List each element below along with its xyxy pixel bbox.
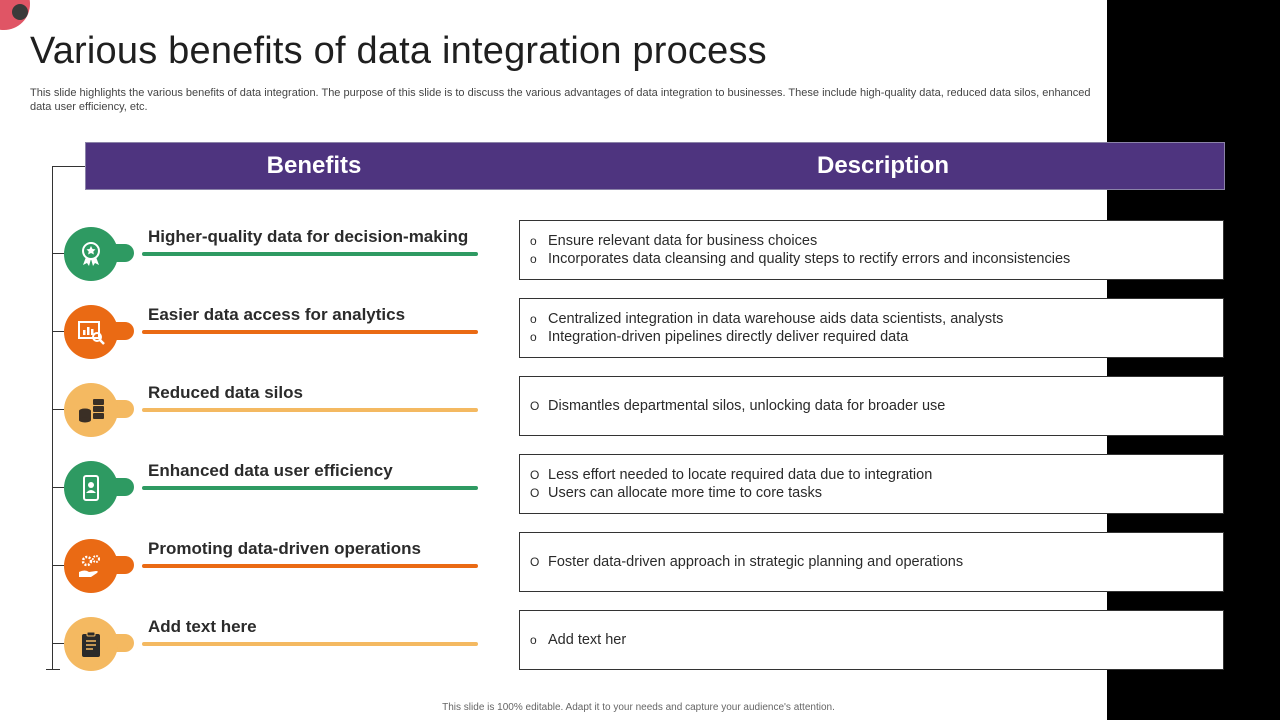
description-bullet: o Incorporates data cleansing and quality… (530, 250, 1223, 268)
description-bullet: o Ensure relevant data for business choic… (530, 232, 1223, 250)
icon-tab (114, 244, 134, 262)
bullet-mark: o (530, 234, 537, 248)
tree-branch (52, 253, 64, 254)
benefit-title: Enhanced data user efficiency (148, 461, 393, 480)
clipboard-icon (64, 617, 118, 671)
bullet-text: Foster data-driven approach in strategic… (548, 554, 964, 570)
tree-connector-line (52, 166, 53, 669)
benefit-underline (142, 252, 478, 256)
bullet-mark: O (530, 555, 540, 569)
benefit-underline (142, 564, 478, 568)
benefit-title: Higher-quality data for decision-making (148, 227, 469, 246)
benefit-row: Higher-quality data for decision-making o… (0, 220, 1280, 299)
description-box: o Add text her (519, 610, 1224, 670)
bullet-text: Less effort needed to locate required da… (548, 467, 933, 483)
slide-footer: This slide is 100% editable. Adapt it to… (442, 702, 835, 713)
bullet-text: Dismantles departmental silos, unlocking… (548, 398, 946, 414)
slide-title: Various benefits of data integration pro… (30, 30, 767, 72)
icon-tab (114, 400, 134, 418)
icon-tab (114, 556, 134, 574)
benefit-title: Easier data access for analytics (148, 305, 406, 324)
bullet-mark: o (530, 633, 537, 647)
description-bullet: o Integration-driven pipelines directly d… (530, 328, 1223, 346)
benefit-title: Add text here (148, 617, 257, 636)
tree-branch (52, 409, 64, 410)
bullet-text: Users can allocate more time to core tas… (548, 485, 822, 501)
description-bullet: O Users can allocate more time to core ta… (530, 484, 1223, 502)
benefit-title: Promoting data-driven operations (148, 539, 421, 558)
gears-hand-icon (64, 539, 118, 593)
bullet-mark: o (530, 330, 537, 344)
icon-tab (114, 322, 134, 340)
corner-dot (12, 4, 28, 20)
benefit-title: Reduced data silos (148, 383, 303, 402)
right-black-band (1107, 0, 1280, 720)
benefit-underline (142, 642, 478, 646)
icon-tab (114, 634, 134, 652)
tree-branch (52, 643, 64, 644)
bullet-text: Add text her (548, 632, 627, 648)
bullet-text: Ensure relevant data for business choice… (548, 233, 818, 249)
bullet-mark: O (530, 486, 540, 500)
tree-branch (52, 487, 64, 488)
award-ribbon-icon (64, 227, 118, 281)
bullet-text: Centralized integration in data warehous… (548, 311, 1004, 327)
description-bullet: O Less effort needed to locate required d… (530, 466, 1223, 484)
chart-magnifier-icon (64, 305, 118, 359)
mobile-user-icon (64, 461, 118, 515)
icon-tab (114, 478, 134, 496)
table-header: Benefits Description (85, 142, 1225, 190)
description-bullet: O Dismantles departmental silos, unlockin… (530, 397, 1223, 415)
description-box: O Foster data-driven approach in strategi… (519, 532, 1224, 592)
description-box: o Ensure relevant data for business choic… (519, 220, 1224, 280)
tree-connector-bottom (46, 669, 60, 670)
benefit-underline (142, 408, 478, 412)
benefit-row: Easier data access for analytics o Central… (0, 298, 1280, 377)
header-description: Description (816, 152, 950, 179)
header-benefits: Benefits (266, 152, 362, 179)
description-bullet: o Centralized integration in data warehou… (530, 310, 1223, 328)
bullet-text: Integration-driven pipelines directly de… (548, 329, 909, 345)
description-bullet: O Foster data-driven approach in strategi… (530, 553, 1223, 571)
bullet-mark: O (530, 399, 540, 413)
bullet-mark: o (530, 252, 537, 266)
description-box: o Centralized integration in data warehou… (519, 298, 1224, 358)
tree-connector-top (52, 166, 85, 167)
bullet-text: Incorporates data cleansing and quality … (548, 251, 1071, 267)
tree-branch (52, 331, 64, 332)
tree-branch (52, 565, 64, 566)
description-bullet: o Add text her (530, 631, 1223, 649)
description-box: O Less effort needed to locate required d… (519, 454, 1224, 514)
benefit-row: Add text here o Add text her (0, 610, 1280, 689)
bullet-mark: O (530, 468, 540, 482)
slide-subtitle: This slide highlights the various benefi… (30, 87, 1091, 113)
database-server-icon (64, 383, 118, 437)
benefit-underline (142, 486, 478, 490)
benefit-underline (142, 330, 478, 334)
description-box: O Dismantles departmental silos, unlockin… (519, 376, 1224, 436)
bullet-mark: o (530, 312, 537, 326)
